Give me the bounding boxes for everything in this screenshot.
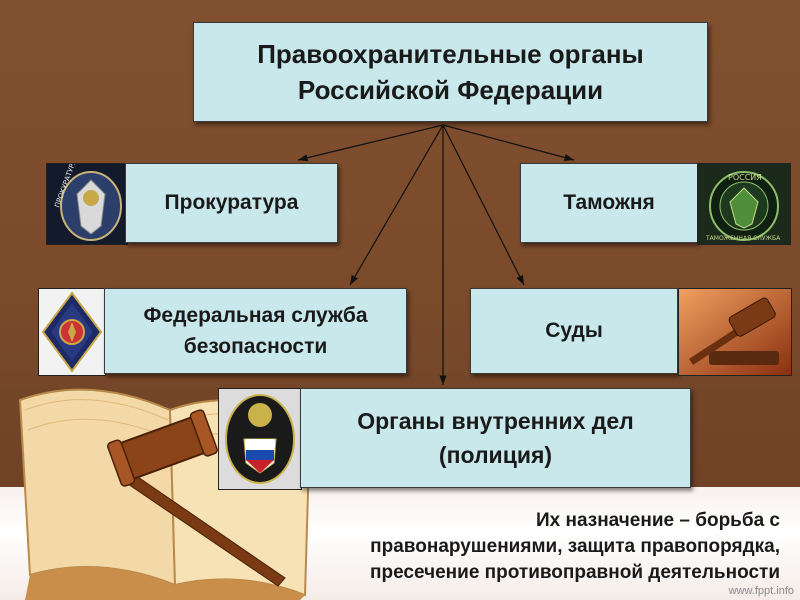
caption-line-3: пресечение противоправной деятельности (370, 562, 780, 583)
prokuratura-emblem-icon: ПРОКУРАТУРА (46, 163, 128, 245)
node-mvd: Органы внутренних дел (полиция) (300, 388, 691, 488)
sudy-label: Суды (545, 319, 603, 342)
fsb-label-line-1: Федеральная служба (143, 304, 368, 327)
tamozhnya-label: Таможня (563, 191, 655, 214)
customs-emblem-icon: РОССИЯ ТАМОЖЕННАЯ СЛУЖБА (697, 163, 791, 245)
caption-line-2: правонарушениями, защита правопорядка, (370, 536, 780, 557)
title-line-2: Российской Федерации (297, 75, 604, 105)
prokuratura-label: Прокуратура (164, 191, 299, 214)
police-emblem-icon (218, 388, 302, 490)
customs-emblem-bottom-text: ТАМОЖЕННАЯ СЛУЖБА (705, 235, 781, 242)
mvd-label-line-1: Органы внутренних дел (357, 408, 634, 434)
title-line-1: Правоохранительные органы (257, 39, 644, 69)
fsb-emblem-icon (38, 288, 106, 376)
customs-emblem-top-text: РОССИЯ (728, 173, 762, 182)
caption-line-1: Их назначение – борьба с (535, 510, 780, 531)
title-box: Правоохранительные органы Российской Фед… (193, 22, 708, 122)
node-fsb: Федеральная служба безопасности (104, 288, 407, 374)
node-tamozhnya: Таможня (520, 163, 698, 243)
node-prokuratura: Прокуратура (125, 163, 338, 243)
book-gavel-illustration (18, 388, 312, 600)
fsb-label-line-2: безопасности (183, 335, 328, 358)
node-sudy: Суды (470, 288, 678, 374)
mvd-label-line-2: (полиция) (438, 442, 553, 468)
watermark: www.fppt.info (728, 585, 794, 597)
purpose-caption: Их назначение – борьба с правонарушениям… (280, 508, 780, 586)
gavel-icon (678, 288, 792, 376)
